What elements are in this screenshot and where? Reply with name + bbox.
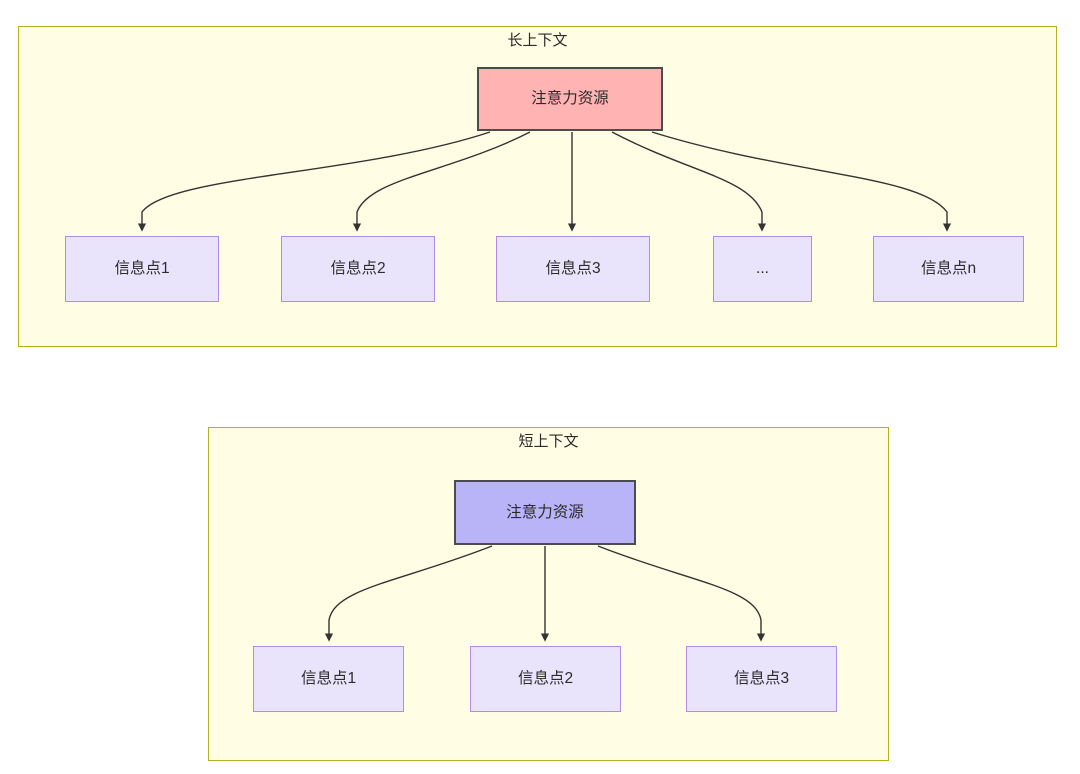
- leaf-node-long-context-0[interactable]: 信息点1: [65, 236, 219, 302]
- container-title-long-context: 长上下文: [507, 32, 568, 49]
- root-node-long-context[interactable]: 注意力资源: [477, 67, 663, 131]
- leaf-node-long-context-2[interactable]: 信息点3: [496, 236, 650, 302]
- leaf-node-short-context-2[interactable]: 信息点3: [686, 646, 837, 712]
- leaf-node-short-context-1[interactable]: 信息点2: [470, 646, 621, 712]
- leaf-node-short-context-0[interactable]: 信息点1: [253, 646, 404, 712]
- leaf-node-long-context-3[interactable]: ...: [713, 236, 812, 302]
- root-node-short-context[interactable]: 注意力资源: [454, 480, 636, 545]
- container-title-short-context: 短上下文: [518, 433, 579, 450]
- leaf-node-long-context-4[interactable]: 信息点n: [873, 236, 1024, 302]
- leaf-node-long-context-1[interactable]: 信息点2: [281, 236, 435, 302]
